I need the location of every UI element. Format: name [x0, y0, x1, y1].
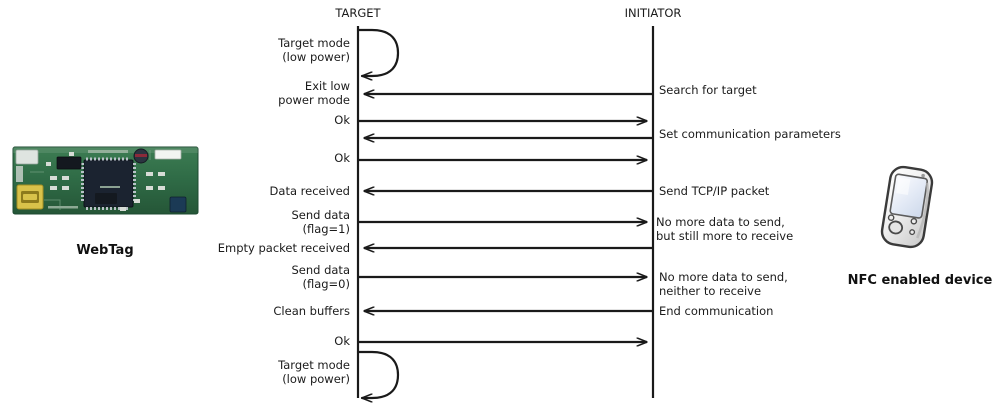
label-no-more-data-neither-receive: No more data to send, neither to receive — [659, 270, 788, 298]
label-target-mode-bottom: Target mode (low power) — [278, 358, 350, 386]
label-ok-3: Ok — [334, 334, 350, 348]
label-ok-2: Ok — [334, 151, 350, 165]
label-data-received: Data received — [269, 184, 350, 198]
actor-label-target: TARGET — [335, 6, 381, 20]
nfc-phone-image — [880, 165, 934, 249]
label-empty-packet-received: Empty packet received — [217, 241, 350, 255]
label-send-tcpip-packet: Send TCP/IP packet — [659, 184, 770, 198]
self-message-target-mode-top — [356, 28, 400, 76]
label-clean-buffers: Clean buffers — [273, 304, 350, 318]
nfc-device-caption: NFC enabled device — [847, 273, 993, 288]
label-exit-low-power-mode: Exit low power mode — [278, 79, 350, 107]
label-target-mode-top: Target mode (low power) — [278, 36, 350, 64]
label-set-communication-parameters: Set communication parameters — [659, 127, 841, 141]
label-send-data-flag0: Send data (flag=0) — [291, 263, 350, 291]
actor-label-initiator: INITIATOR — [624, 6, 682, 20]
label-send-data-flag1: Send data (flag=1) — [291, 208, 350, 236]
label-no-more-data-but-receive: No more data to send, but still more to … — [656, 215, 794, 243]
label-ok-1: Ok — [334, 113, 350, 127]
label-end-communication: End communication — [659, 304, 774, 318]
webtag-board-image — [12, 146, 199, 215]
self-message-target-mode-bottom — [356, 350, 400, 398]
label-search-for-target: Search for target — [659, 83, 757, 97]
webtag-caption: WebTag — [76, 243, 134, 258]
